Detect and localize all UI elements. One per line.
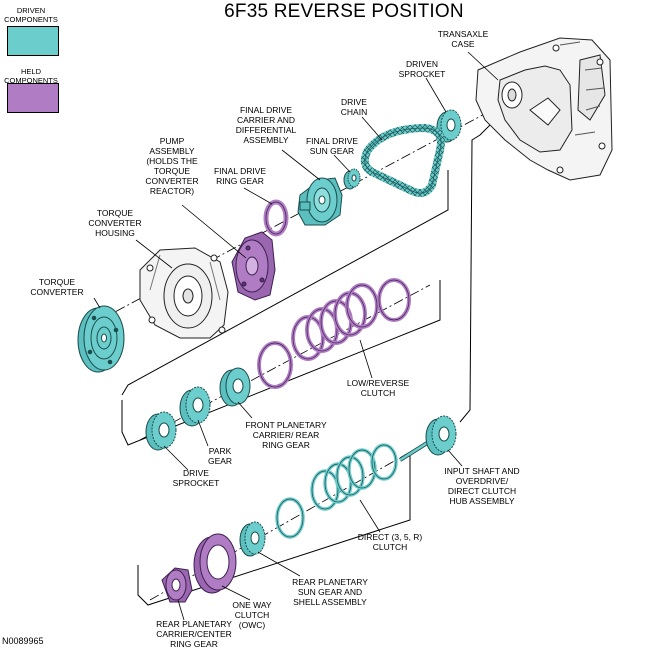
label-final-drive-ring-gear: FINAL DRIVE RING GEAR [213,166,267,186]
final-drive-sun-gear-part [343,168,361,190]
final-drive-carrier-part [297,177,343,226]
label-one-way-clutch: ONE WAY CLUTCH (OWC) [232,600,272,630]
figure-code: N0089965 [2,636,44,646]
label-rear-planetary-sun: REAR PLANETARY SUN GEAR AND SHELL ASSEMB… [292,577,368,607]
legend-held-swatch [7,83,59,113]
middle-bracket-line [121,280,441,446]
pump-assembly-part [231,231,276,301]
label-drive-sprocket: DRIVE SPROCKET [172,468,220,488]
diagram-title: 6F35 REVERSE POSITION [224,1,464,22]
rear-planetary-carrier-part [161,567,193,603]
label-pump-assembly: PUMP ASSEMBLY (HOLDS THE TORQUE CONVERTE… [145,136,199,196]
input-shaft-assembly-part [398,415,457,462]
label-final-drive-carrier: FINAL DRIVE CARRIER AND DIFFERENTIAL ASS… [235,105,297,145]
final-drive-ring-gear-part [263,199,289,237]
label-transaxle-case: TRANSAXLE CASE [437,29,489,49]
label-torque-converter: TORQUE CONVERTER [30,277,84,297]
label-final-drive-sun-gear: FINAL DRIVE SUN GEAR [305,136,359,156]
torque-converter-part [77,305,125,373]
label-direct-clutch: DIRECT (3, 5, R) CLUTCH [357,532,423,552]
label-driven-sprocket: DRIVEN SPROCKET [398,59,446,79]
legend-driven-swatch [7,26,59,56]
label-input-shaft: INPUT SHAFT AND OVERDRIVE/ DIRECT CLUTCH… [444,466,520,506]
label-drive-chain: DRIVE CHAIN [340,97,368,117]
drive-chain-part [360,123,445,198]
assembly-route-line [459,122,493,423]
front-planetary-carrier-part [219,367,251,407]
leader-lines [93,51,499,621]
lower-bracket-line [137,455,411,606]
direct-clutch-pack [275,443,398,539]
label-park-gear: PARK GEAR [207,446,233,466]
drive-sprocket-part [145,411,177,451]
transaxle-case-part [475,37,613,181]
label-front-planetary: FRONT PLANETARY CARRIER/ REAR RING GEAR [245,420,327,450]
label-rear-planetary-carrier: REAR PLANETARY CARRIER/CENTER RING GEAR [156,619,232,649]
label-low-reverse-clutch: LOW/REVERSE CLUTCH [346,378,410,398]
low-reverse-clutch-pack [257,278,411,389]
upper-bracket-line [121,170,449,396]
park-gear-part [179,386,211,427]
rear-planetary-sun-gear-part [239,521,266,557]
legend-held-label: HELD COMPONENTS [4,67,58,85]
torque-converter-housing-part [139,247,229,339]
legend-driven-label: DRIVEN COMPONENTS [4,6,58,24]
label-torque-converter-housing: TORQUE CONVERTER HOUSING [88,208,142,238]
one-way-clutch-part [193,533,237,594]
